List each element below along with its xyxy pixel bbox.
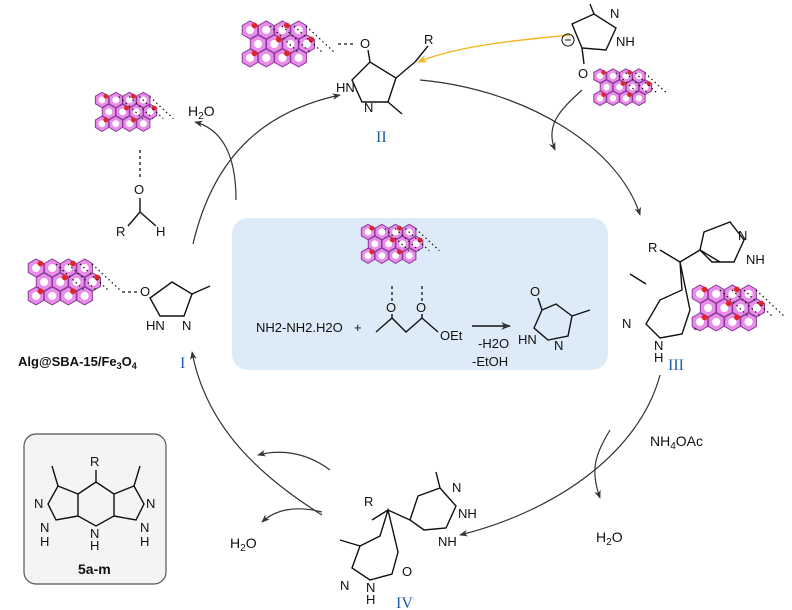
atom-O-I: O bbox=[140, 284, 150, 299]
intermediate-I-structure: O HN N bbox=[122, 281, 211, 333]
atom-O-central-2: O bbox=[416, 300, 426, 315]
water-label-3: H2O bbox=[230, 535, 257, 554]
product-structure: R N N H N H N N H bbox=[34, 454, 155, 553]
intermediate-II-structure: O HN N R bbox=[336, 32, 433, 115]
water-label-1: H2O bbox=[188, 103, 215, 122]
product-H2: H bbox=[90, 538, 99, 553]
cycle-arc-IV-I bbox=[190, 351, 323, 516]
catalyst-particle-III bbox=[691, 284, 785, 332]
catalytic-cycle bbox=[190, 79, 661, 537]
atom-N3-III: N bbox=[654, 338, 663, 353]
atom-HN-I: HN bbox=[146, 318, 165, 333]
catalyst-particles bbox=[27, 20, 785, 332]
atom-O-ald: O bbox=[134, 182, 144, 197]
label-intermediate-IV: IV bbox=[396, 595, 413, 610]
product-box bbox=[23, 433, 167, 585]
cycle-arc-III-IV bbox=[459, 374, 661, 537]
atom-N1-III: N bbox=[738, 228, 747, 243]
product-H3: H bbox=[140, 534, 149, 549]
atom-O-product-central: O bbox=[530, 284, 540, 299]
atom-N-I: N bbox=[182, 318, 191, 333]
atom-N2-III: N bbox=[622, 316, 631, 331]
nucleophile-attack-arrow bbox=[417, 34, 571, 63]
product-N5: N bbox=[140, 520, 149, 535]
atom-N-nuc: N bbox=[610, 6, 619, 21]
atom-N-central: N bbox=[554, 338, 563, 353]
atom-O-nuc: O bbox=[578, 66, 588, 81]
atom-N1-IV: N bbox=[452, 480, 461, 495]
atom-R-III: R bbox=[648, 240, 657, 255]
nh4oac-arrow bbox=[594, 429, 611, 499]
water-release-arrow-1 bbox=[194, 120, 237, 201]
label-intermediate-II: II bbox=[376, 129, 387, 146]
aldehyde-structure: O R H bbox=[116, 150, 165, 239]
atom-NH1-III: NH bbox=[746, 252, 765, 267]
atom-O-central-1: O bbox=[386, 300, 396, 315]
central-panel bbox=[232, 218, 608, 370]
atom-H-III: H bbox=[654, 350, 663, 365]
oet-label: OEt bbox=[440, 328, 463, 343]
catalyst-particle-central bbox=[360, 223, 440, 264]
atom-N-II: N bbox=[364, 100, 373, 115]
label-intermediate-I: I bbox=[180, 355, 185, 372]
product-release-arrow bbox=[257, 449, 331, 471]
catalyst-particle-I bbox=[27, 258, 121, 306]
product-N4: N bbox=[146, 496, 155, 511]
atom-R-IV: R bbox=[364, 494, 373, 509]
cycle-arc-II-III bbox=[419, 79, 641, 216]
product-H1: H bbox=[40, 534, 49, 549]
atom-O-IV: O bbox=[402, 564, 412, 579]
atom-NH-nuc: NH bbox=[616, 34, 635, 49]
product-N3: N bbox=[90, 526, 99, 541]
product-R-atom: R bbox=[90, 454, 99, 469]
label-intermediate-III: III bbox=[668, 357, 684, 374]
atom-N3-IV: N bbox=[366, 580, 375, 595]
atom-HN-central: HN bbox=[518, 332, 537, 347]
plus-sign: + bbox=[354, 320, 362, 335]
pyrazolone-entry-arrow bbox=[549, 89, 583, 151]
catalyst-particle-nucleophile bbox=[593, 68, 668, 107]
product-N2: N bbox=[40, 520, 49, 535]
product-label: 5a-m bbox=[78, 561, 111, 577]
atom-imine-IV: NH bbox=[438, 534, 457, 549]
atom-HN-II: HN bbox=[336, 80, 355, 95]
atom-R-II: R bbox=[424, 32, 433, 47]
intermediate-IV-structure: R N NH NH O N N H bbox=[339, 471, 477, 607]
condition-water: -H2O bbox=[478, 336, 509, 351]
catalyst-label: Alg@SBA-15/Fe3O4 bbox=[18, 354, 137, 371]
condition-ethanol: -EtOH bbox=[472, 354, 508, 369]
catalyst-particle-II bbox=[241, 20, 335, 68]
atom-H-ald: H bbox=[156, 224, 165, 239]
water-label-2: H2O bbox=[596, 529, 623, 548]
central-scheme: O O NH2-NH2.H2O + OEt -H2O -EtOH O HN N bbox=[256, 284, 591, 369]
anion-charge-icon bbox=[561, 33, 575, 47]
atom-N2-IV: N bbox=[340, 578, 349, 593]
hydrazine-label: NH2-NH2.H2O bbox=[256, 320, 343, 335]
cycle-arc-I-II bbox=[192, 93, 341, 245]
water-release-arrow-3 bbox=[261, 508, 323, 523]
ammonium-acetate-label: NH4OAc bbox=[650, 433, 703, 452]
atom-R-ald: R bbox=[116, 224, 125, 239]
catalyst-particle-aldehyde bbox=[94, 91, 174, 132]
atom-H-IV: H bbox=[366, 592, 375, 607]
atom-NH1-IV: NH bbox=[458, 506, 477, 521]
product-N1: N bbox=[34, 496, 43, 511]
atom-O-II: O bbox=[360, 36, 370, 51]
